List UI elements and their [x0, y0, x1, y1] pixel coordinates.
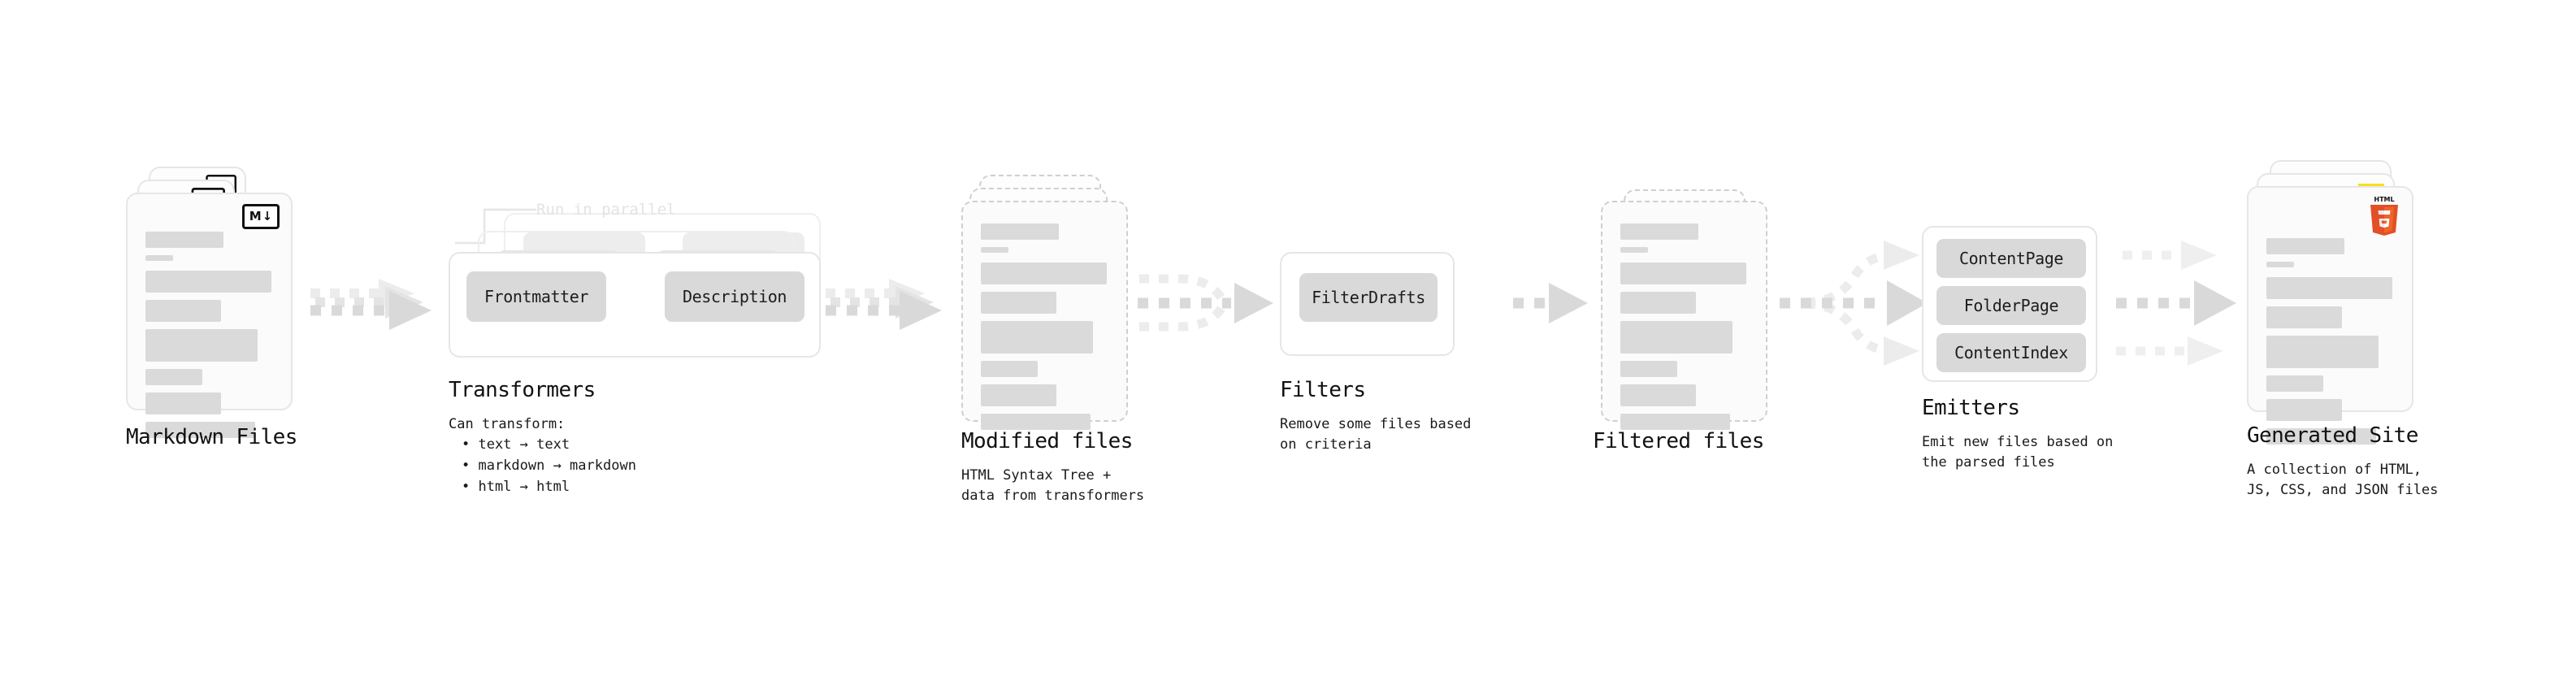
arrow-filtered-to-emitters [1780, 241, 1928, 366]
markdown-badge-letter: M [249, 209, 262, 223]
html5-badge-label: HTML [2374, 196, 2394, 203]
doc-line [1620, 223, 1698, 240]
doc-line [1620, 247, 1648, 253]
modified-files-subtitle: HTML Syntax Tree + data from transformer… [961, 467, 1145, 504]
run-in-parallel-note: Run in parallel [536, 201, 676, 219]
doc-line [145, 300, 221, 322]
filters-subtitle: Remove some files based on criteria [1280, 416, 1472, 453]
markdown-badge-arrow: ↓ [262, 209, 273, 223]
transformer-chip-frontmatter[interactable]: Frontmatter [466, 271, 606, 322]
arrow-emitters-to-site [2116, 241, 2236, 366]
modified-doc-front [961, 201, 1128, 430]
doc-line [145, 271, 271, 293]
filtered-doc-content [1620, 223, 1750, 437]
emitter-chip-folderpage[interactable]: FolderPage [1936, 286, 2086, 325]
filtered-files-title: Filtered files [1593, 429, 1764, 453]
markdown-doc-content [145, 232, 275, 445]
filters-card: FilterDrafts [1280, 252, 1455, 356]
doc-line [1620, 321, 1733, 354]
doc-line [2266, 277, 2392, 299]
doc-line [145, 329, 258, 362]
doc-line [145, 422, 255, 438]
emitter-chip-contentindex[interactable]: ContentIndex [1936, 333, 2086, 372]
modified-files-title: Modified files [961, 429, 1133, 453]
doc-line [145, 255, 173, 261]
html5-badge-icon: HTML [2366, 194, 2402, 236]
doc-line [981, 262, 1107, 284]
arrow-transformers-to-modified [826, 279, 942, 330]
transformers-bullet-3: • html → html [462, 479, 570, 495]
doc-line [2266, 306, 2342, 328]
generated-doc-content [2266, 238, 2396, 452]
arrow-modified-to-filters [1138, 274, 1273, 332]
transformer-chip-description[interactable]: Description [665, 271, 804, 322]
filters-title: Filters [1280, 378, 1366, 402]
transformers-subtitle: Can transform: [449, 416, 566, 432]
arrow-filters-to-filtered [1513, 283, 1588, 323]
doc-line [1620, 361, 1677, 377]
doc-line [2266, 428, 2376, 445]
doc-line [1620, 262, 1746, 284]
emitter-chip-contentpage[interactable]: ContentPage [1936, 239, 2086, 278]
doc-line [2266, 262, 2294, 267]
transformer-card-front: Frontmatter Description [449, 252, 821, 358]
filter-chip-filterdrafts[interactable]: FilterDrafts [1299, 273, 1438, 322]
transformers-bullet-2: • markdown → markdown [462, 458, 636, 474]
doc-line [1620, 292, 1696, 314]
doc-line [1620, 414, 1730, 430]
doc-line [981, 292, 1056, 314]
doc-line [145, 393, 221, 414]
markdown-badge-front: M↓ [242, 204, 280, 229]
markdown-files-title: Markdown Files [126, 425, 297, 449]
generated-site-title: Generated Site [2247, 423, 2418, 448]
modified-doc-content [981, 223, 1110, 437]
doc-line [2266, 399, 2342, 421]
generated-site-subtitle: A collection of HTML, JS, CSS, and JSON … [2247, 462, 2439, 498]
doc-line [981, 361, 1038, 377]
emitters-subtitle: Emit new files based on the parsed files [1922, 434, 2114, 471]
doc-line [1620, 384, 1696, 406]
doc-line [981, 247, 1008, 253]
doc-line [981, 223, 1059, 240]
doc-line [2266, 238, 2344, 254]
generated-doc-front-html: HTML [2247, 186, 2413, 445]
transformers-title: Transformers [449, 378, 596, 402]
doc-line [145, 232, 223, 248]
doc-line [981, 321, 1093, 354]
doc-line [2266, 336, 2379, 368]
markdown-doc-front: M↓ [126, 193, 293, 438]
transformers-bullet-1: • text → text [462, 436, 570, 453]
emitters-card: ContentPage FolderPage ContentIndex [1922, 226, 2097, 382]
doc-line [981, 384, 1056, 406]
doc-line [145, 369, 202, 385]
arrow-markdown-to-transformers [310, 279, 432, 330]
doc-line [2266, 375, 2323, 392]
emitters-title: Emitters [1922, 396, 2020, 420]
filtered-doc-front [1601, 201, 1767, 430]
doc-line [981, 414, 1091, 430]
